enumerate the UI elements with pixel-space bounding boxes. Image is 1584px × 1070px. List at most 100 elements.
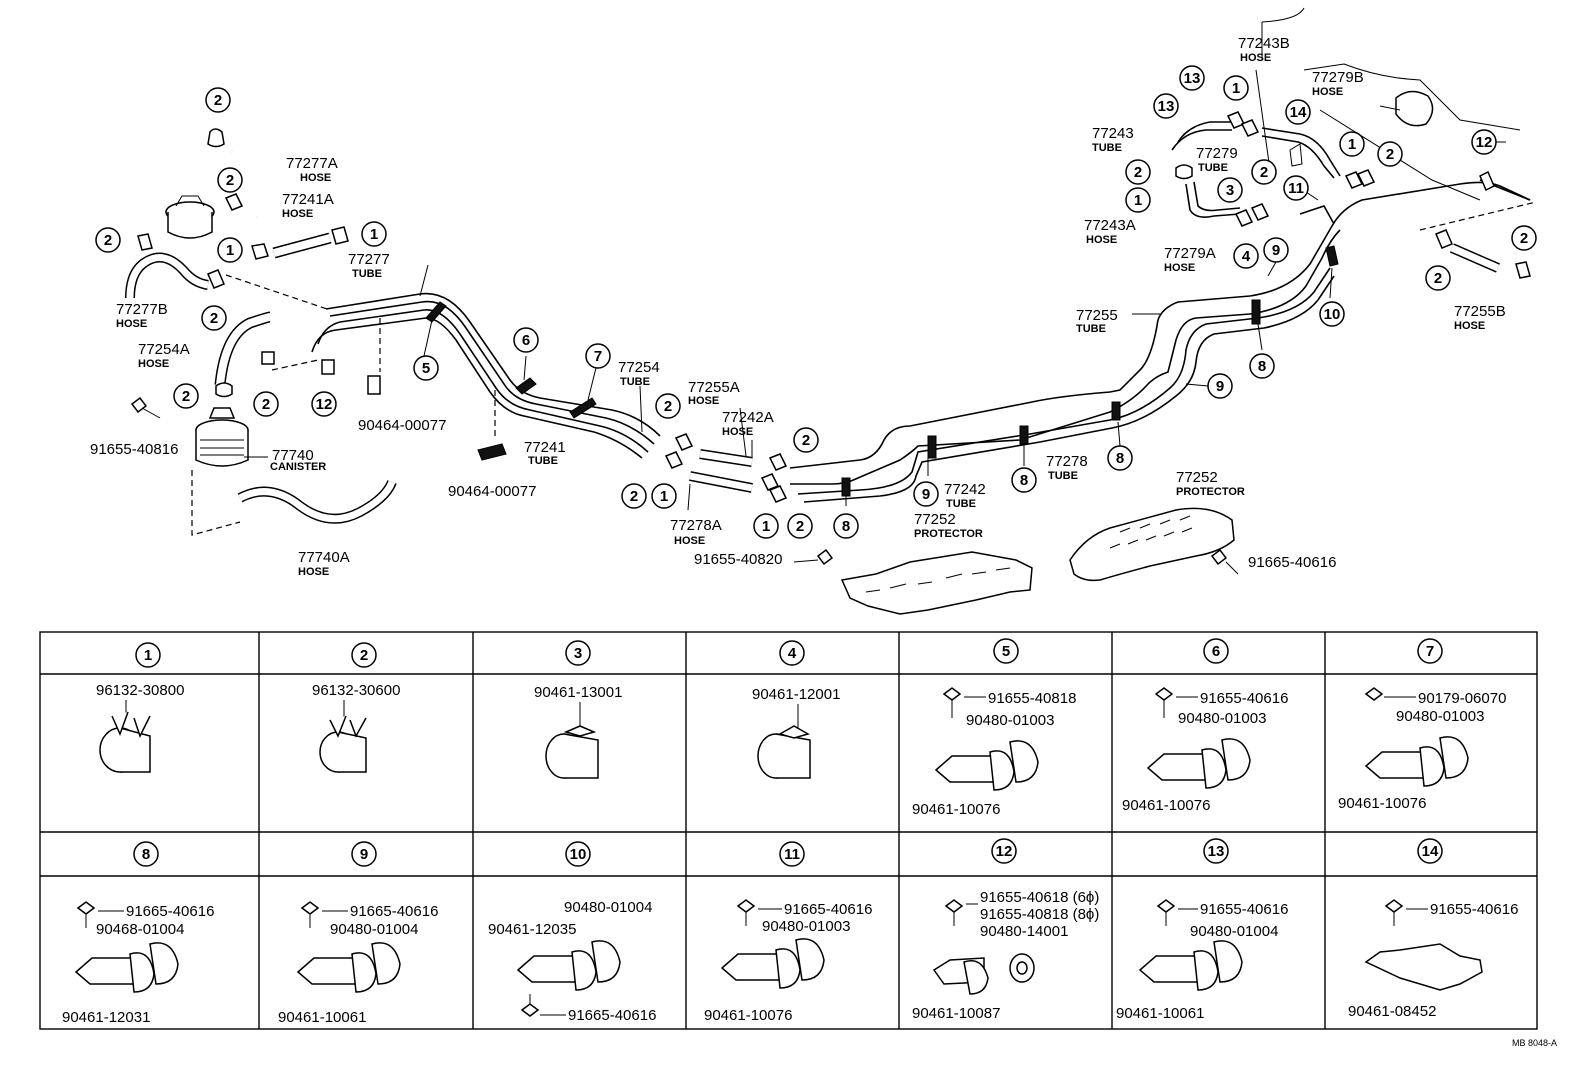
svg-text:PROTECTOR: PROTECTOR xyxy=(914,528,983,540)
svg-text:1: 1 xyxy=(762,518,770,535)
svg-text:90461-10076: 90461-10076 xyxy=(1338,795,1426,812)
svg-text:91665-40616: 91665-40616 xyxy=(568,1007,656,1024)
svg-text:8: 8 xyxy=(1020,472,1028,489)
cell-7: 90179-06070 90480-01003 90461-10076 xyxy=(1338,687,1506,812)
svg-text:91665-40616: 91665-40616 xyxy=(126,903,214,920)
svg-text:TUBE: TUBE xyxy=(620,376,650,388)
svg-text:77243B: 77243B xyxy=(1238,35,1290,52)
svg-text:2: 2 xyxy=(630,488,638,505)
svg-text:90464-00077: 90464-00077 xyxy=(448,483,536,500)
svg-text:77277B: 77277B xyxy=(116,301,168,318)
svg-text:2: 2 xyxy=(1434,270,1442,287)
svg-text:TUBE: TUBE xyxy=(1198,162,1228,174)
svg-text:90461-12035: 90461-12035 xyxy=(488,921,576,938)
svg-text:77243A: 77243A xyxy=(1084,217,1136,234)
svg-text:90461-10061: 90461-10061 xyxy=(1116,1005,1204,1022)
svg-text:2: 2 xyxy=(1260,164,1268,181)
svg-text:2: 2 xyxy=(664,398,672,415)
cell-2: 96132-30600 xyxy=(312,682,400,773)
svg-text:77254A: 77254A xyxy=(138,341,190,358)
svg-text:HOSE: HOSE xyxy=(1164,262,1195,274)
svg-text:HOSE: HOSE xyxy=(300,172,331,184)
svg-text:1: 1 xyxy=(370,226,378,243)
svg-text:TUBE: TUBE xyxy=(1076,323,1106,335)
svg-text:3: 3 xyxy=(574,645,582,662)
svg-text:HOSE: HOSE xyxy=(722,426,753,438)
svg-text:9: 9 xyxy=(1216,378,1224,395)
cell-6: 91655-40616 90480-01003 90461-10076 xyxy=(1122,687,1288,814)
svg-text:90480-01003: 90480-01003 xyxy=(1178,710,1266,727)
reference-code: MB 8048-A xyxy=(1512,1038,1557,1048)
assembly-drawing: 2 2 2 1 1 2 2 2 12 5 6 7 2 2 1 2 1 2 8 9… xyxy=(90,7,1537,615)
svg-text:8: 8 xyxy=(142,846,150,863)
svg-text:2: 2 xyxy=(360,647,368,664)
svg-text:13: 13 xyxy=(1208,843,1225,860)
svg-text:90468-01004: 90468-01004 xyxy=(96,921,184,938)
svg-text:77243: 77243 xyxy=(1092,125,1134,142)
svg-text:10: 10 xyxy=(1324,306,1341,323)
svg-text:10: 10 xyxy=(570,846,587,863)
svg-text:8: 8 xyxy=(1116,450,1124,467)
svg-text:91655-40616: 91655-40616 xyxy=(1430,901,1518,918)
svg-text:HOSE: HOSE xyxy=(674,535,705,547)
svg-text:91655-40618 (6ϕ): 91655-40618 (6ϕ) xyxy=(980,889,1099,906)
svg-text:2: 2 xyxy=(226,172,234,189)
svg-text:91655-40820: 91655-40820 xyxy=(694,551,782,568)
drawing-labels: 77277A HOSE 77241A HOSE 77277B HOSE 7727… xyxy=(90,35,1506,578)
svg-text:91665-40616: 91665-40616 xyxy=(1248,554,1336,571)
cell-4: 90461-12001 xyxy=(752,686,840,779)
svg-text:77255: 77255 xyxy=(1076,307,1118,324)
svg-text:11: 11 xyxy=(784,846,800,863)
svg-text:91655-40818 (8ϕ): 91655-40818 (8ϕ) xyxy=(980,906,1099,923)
svg-text:90464-00077: 90464-00077 xyxy=(358,417,446,434)
svg-text:77279: 77279 xyxy=(1196,145,1238,162)
svg-text:8: 8 xyxy=(842,518,850,535)
table-header-row-2: 8 9 10 11 12 13 14 xyxy=(133,838,1443,867)
svg-text:12: 12 xyxy=(1476,134,1493,151)
canister-group xyxy=(125,128,507,536)
svg-text:HOSE: HOSE xyxy=(1240,52,1271,64)
svg-text:77278A: 77278A xyxy=(670,517,722,534)
svg-text:1: 1 xyxy=(144,647,152,664)
svg-text:91655-40616: 91655-40616 xyxy=(1200,690,1288,707)
svg-text:90461-10076: 90461-10076 xyxy=(912,801,1000,818)
svg-text:HOSE: HOSE xyxy=(1454,320,1485,332)
svg-text:2: 2 xyxy=(210,310,218,327)
center-hoses xyxy=(664,433,834,566)
svg-text:90461-12031: 90461-12031 xyxy=(62,1009,150,1026)
svg-text:96132-30800: 96132-30800 xyxy=(96,682,184,699)
svg-text:77278: 77278 xyxy=(1046,453,1088,470)
cell-8: 91665-40616 90468-01004 90461-12031 xyxy=(62,901,214,1026)
svg-text:TUBE: TUBE xyxy=(528,455,558,467)
svg-text:90480-01004: 90480-01004 xyxy=(564,899,652,916)
svg-text:77277: 77277 xyxy=(348,251,390,268)
svg-text:TUBE: TUBE xyxy=(1048,470,1078,482)
svg-text:TUBE: TUBE xyxy=(352,268,382,280)
svg-text:1: 1 xyxy=(1134,192,1142,209)
cell-11: 91665-40616 90480-01003 90461-10076 xyxy=(704,899,872,1024)
svg-text:12: 12 xyxy=(316,396,333,413)
svg-text:HOSE: HOSE xyxy=(688,395,719,407)
svg-text:12: 12 xyxy=(996,843,1013,860)
svg-text:HOSE: HOSE xyxy=(282,208,313,220)
svg-text:2: 2 xyxy=(1134,164,1142,181)
svg-text:11: 11 xyxy=(1288,180,1304,197)
svg-text:2: 2 xyxy=(262,396,270,413)
svg-text:90480-01003: 90480-01003 xyxy=(966,712,1054,729)
svg-text:4: 4 xyxy=(788,645,797,662)
svg-text:77254: 77254 xyxy=(618,359,660,376)
svg-text:3: 3 xyxy=(1226,182,1234,199)
svg-text:HOSE: HOSE xyxy=(1086,234,1117,246)
svg-text:90179-06070: 90179-06070 xyxy=(1418,690,1506,707)
svg-text:2: 2 xyxy=(1386,146,1394,163)
table-header-row-1: 1 2 3 4 5 6 7 xyxy=(135,638,1443,668)
svg-text:90461-08452: 90461-08452 xyxy=(1348,1003,1436,1020)
svg-text:91665-40616: 91665-40616 xyxy=(350,903,438,920)
svg-text:HOSE: HOSE xyxy=(138,358,169,370)
svg-text:90480-01004: 90480-01004 xyxy=(330,921,418,938)
cell-9: 91665-40616 90480-01004 90461-10061 xyxy=(278,901,438,1026)
svg-text:14: 14 xyxy=(1422,843,1439,860)
cell-10: 90480-01004 90461-12035 91665-40616 xyxy=(488,899,656,1024)
svg-text:90461-12001: 90461-12001 xyxy=(752,686,840,703)
svg-text:91655-40616: 91655-40616 xyxy=(1200,901,1288,918)
